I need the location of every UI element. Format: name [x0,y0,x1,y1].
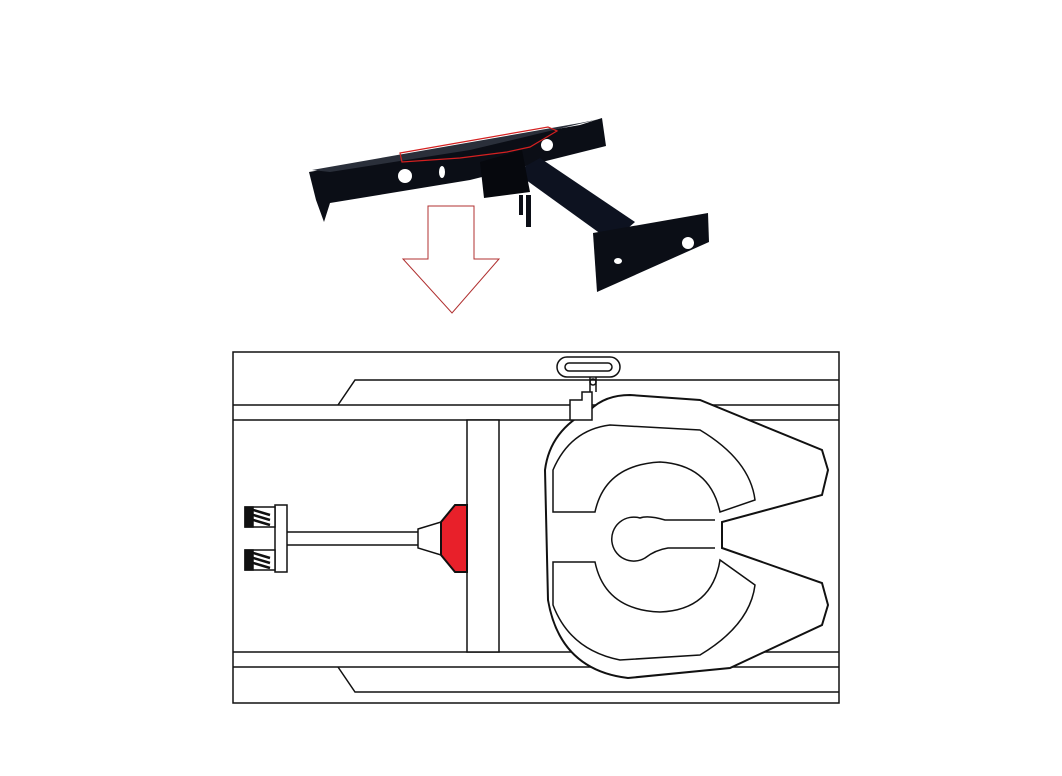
spring-plate [274,504,288,573]
release-handle-slot [564,362,613,372]
front-crossbeam [309,118,606,222]
spring-upper [244,506,276,528]
rear-plate-hole [682,237,694,249]
handle-bracket [569,391,593,421]
crossbeam-hole [541,139,553,151]
fifth-wheel-plate [543,393,830,680]
wheel-inner-upper [552,424,756,513]
boom [515,158,635,242]
handle-link [589,377,597,392]
kingpin-slot [611,516,715,562]
center-block [480,150,530,198]
spring-lower [244,549,276,571]
crossbeam-top [312,119,600,172]
highlight-outline [399,126,559,163]
rail-top [337,379,839,406]
rear-plate [593,213,709,292]
rail-bottom [337,666,839,693]
handle-pivot [589,378,597,386]
wheel-inner-lower [552,558,756,661]
crossbeam-hole [398,169,412,183]
diagram-frame [232,351,840,704]
crossbeam-slot [439,166,445,178]
leg [526,195,531,227]
fifth-wheel-top-view [232,351,840,704]
hitch-frame-photo [309,118,709,292]
leg [519,195,523,215]
locking-jaw [440,504,468,573]
shaft-coupler [417,520,442,557]
crossbar [466,419,500,653]
down-arrow-icon [401,205,501,314]
rear-plate-hole [614,258,622,264]
release-handle[interactable] [556,356,621,378]
